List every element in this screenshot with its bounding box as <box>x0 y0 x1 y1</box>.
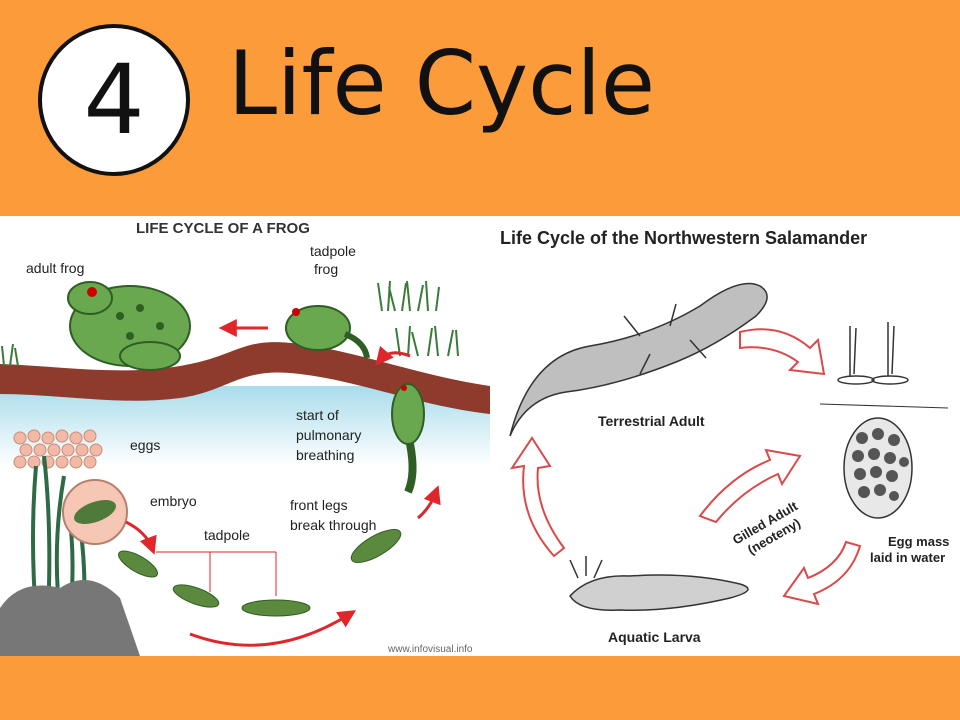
arrow-bottom <box>189 610 357 647</box>
arrow-eggs-to-larva <box>782 540 862 606</box>
salamander-diagram-title: Life Cycle of the Northwestern Salamande… <box>500 228 867 248</box>
slide-title: Life Cycle <box>228 32 656 135</box>
label-embryo: embryo <box>150 493 197 509</box>
grass-icon <box>1 280 459 367</box>
label-egg-mass-1: Egg mass <box>888 534 949 549</box>
label-aquatic-larva: Aquatic Larva <box>608 629 701 645</box>
slide-number-circle: 4 <box>38 24 190 176</box>
frog-life-cycle-diagram: LIFE CYCLE OF A FROG adult frog tadpole … <box>0 216 490 656</box>
label-start-pulmonary-2: pulmonary <box>296 427 361 443</box>
adult-frog-icon <box>67 281 191 371</box>
label-start-pulmonary-3: breathing <box>296 447 354 463</box>
aquatic-larva-icon <box>569 556 749 611</box>
mud-bank <box>0 342 490 414</box>
salamander-diagram-svg: Life Cycle of the Northwestern Salamande… <box>500 228 949 645</box>
rocks-icon <box>0 580 140 656</box>
arrow-adult-to-eggs <box>739 328 826 376</box>
water-line <box>819 403 949 409</box>
label-front-legs-2: break through <box>290 517 376 533</box>
tadpole-frog-icon <box>285 305 370 359</box>
label-front-legs-1: front legs <box>290 497 348 513</box>
label-terrestrial-adult: Terrestrial Adult <box>598 413 705 429</box>
metamorph-frog-icon <box>391 383 425 494</box>
label-tadpole: tadpole <box>204 527 250 543</box>
arrow-neoteny <box>698 448 802 524</box>
label-tadpole-frog-2: frog <box>314 261 338 277</box>
egg-dots <box>852 428 909 501</box>
gilled-adult-label-group: Gilled Adult (neoteny) <box>730 498 803 557</box>
arrow-up-right <box>375 345 411 366</box>
label-tadpole-frog-1: tadpole <box>310 243 356 259</box>
frog-diagram-svg: LIFE CYCLE OF A FROG adult frog tadpole … <box>0 220 490 656</box>
tadpoles-icon <box>118 529 402 617</box>
credit-text: www.infovisual.info <box>387 644 473 655</box>
label-start-pulmonary-1: start of <box>296 407 339 423</box>
cycle-arrows <box>509 328 862 606</box>
slide-footer <box>0 656 960 720</box>
slide-number: 4 <box>83 44 145 156</box>
terrestrial-salamander-icon <box>509 282 768 437</box>
label-egg-mass-2: laid in water <box>870 550 945 565</box>
reeds-icon <box>31 455 87 617</box>
embryo-icon <box>74 499 116 525</box>
slide-header: 4 Life Cycle <box>0 0 960 216</box>
label-eggs: eggs <box>130 437 160 453</box>
salamander-life-cycle-diagram: Life Cycle of the Northwestern Salamande… <box>490 216 960 656</box>
water-reeds-icon <box>837 322 909 385</box>
arrow-embryo <box>125 520 157 555</box>
label-adult-frog: adult frog <box>26 260 84 276</box>
tadpole-bracket <box>156 551 277 596</box>
frog-diagram-title: LIFE CYCLE OF A FROG <box>136 220 310 237</box>
arrow-larva-to-adult <box>509 436 566 558</box>
arrow-right-up <box>417 485 441 520</box>
